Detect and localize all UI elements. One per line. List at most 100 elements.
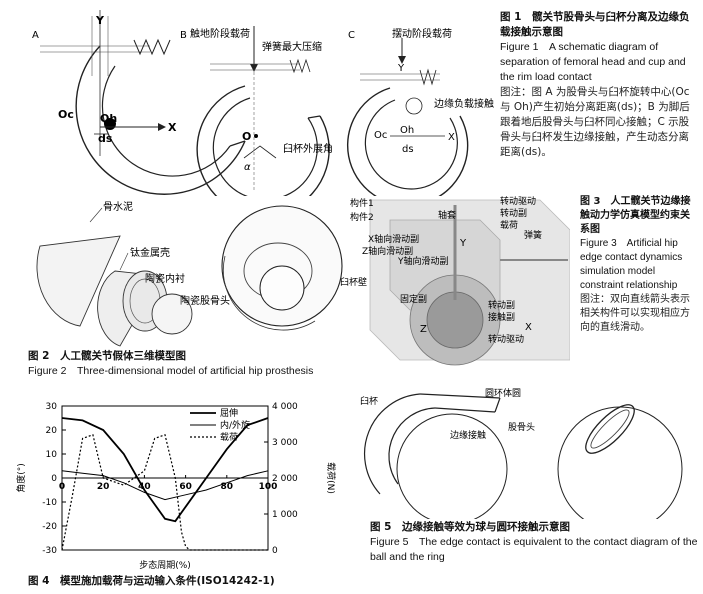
rim-contact-marker — [405, 97, 423, 115]
figure-1-caption: 图 1 髋关节股骨头与臼杯分离及边缘负载接触示意图 Figure 1 A sch… — [500, 10, 696, 160]
label-spring: 弹簧 — [524, 229, 542, 241]
label-cup: 臼杯壁 — [340, 276, 367, 288]
spring-label-b: 弹簧最大压缩 — [262, 40, 322, 53]
figure-5-title-en: Figure 5 The edge contact is equivalent … — [370, 536, 698, 563]
label-load: 载荷 — [500, 219, 518, 231]
figure-2-title-en: Figure 2 Three-dimensional model of arti… — [28, 365, 314, 377]
ds-label-c: ds — [402, 144, 414, 155]
figure-1: A Y X Oc Oh ds B 触地阶段载荷 弹簧最大压缩 O α — [30, 6, 500, 217]
oc-label-c: Oc — [374, 130, 387, 141]
label-rot-pair2: 转动副 — [488, 299, 515, 311]
figure-4-title-zh: 图 4 模型施加载荷与运动输入条件(ISO14242-1) — [28, 575, 275, 587]
rim-label-c: 边缘负载接触 — [434, 97, 494, 110]
ds-label-a: ds — [98, 132, 113, 145]
label-part2: 构件2 — [350, 211, 374, 223]
figure-1-title-en: Figure 1 A schematic diagram of separati… — [500, 41, 686, 83]
label-ceramic-head: 陶瓷股骨头 — [180, 294, 230, 307]
label-cup-5: 臼杯 — [360, 395, 378, 407]
x-tick-label: 40 — [138, 482, 151, 492]
x-tick-label: 20 — [97, 482, 110, 492]
y2-tick-label: 0 — [272, 546, 278, 556]
y-tick-label: -30 — [42, 546, 57, 556]
figure-3-title-zh: 图 3 人工髋关节边缘接触动力学仿真模型约束关系图 — [580, 196, 691, 235]
figure-3-diagram: 构件1 构件2 X轴向滑动副 Z轴向滑动副 轴套 转动驱动 转动副 载荷 Y轴向… — [340, 195, 571, 366]
load-label-c: 摆动阶段载荷 — [392, 27, 452, 40]
label-rot-pair: 转动副 — [500, 207, 527, 219]
label-rot-drive2: 转动驱动 — [488, 333, 524, 345]
label-ring-5: 圆环体圆 — [485, 387, 521, 399]
figure-3-caption: 图 3 人工髋关节边缘接触动力学仿真模型约束关系图 Figure 3 Artif… — [580, 195, 698, 335]
panel-b-label: B — [180, 30, 187, 41]
label-contact: 接触副 — [488, 311, 515, 323]
oh-label-c: Oh — [400, 125, 414, 136]
label-y-slide: Y轴向滑动副 — [397, 255, 449, 267]
label-titanium-shell: 钛金属壳 — [130, 246, 170, 259]
figure-5: 臼杯 圆环体圆 边缘接触 股骨头 — [360, 384, 700, 532]
y2-tick-label: 2 000 — [272, 474, 298, 484]
y-tick-label: -20 — [42, 522, 57, 532]
figure-4-caption: 图 4 模型施加载荷与运动输入条件(ISO14242-1) — [28, 574, 348, 589]
load-label-b: 触地阶段载荷 — [190, 27, 250, 40]
label-axle: 轴套 — [438, 209, 456, 221]
figure-2-title-zh: 图 2 人工髋关节假体三维模型图 — [28, 350, 186, 362]
figure-3-title-en: Figure 3 Artificial hip edge contact dyn… — [580, 238, 683, 291]
series-line-1 — [61, 417, 269, 523]
y2-tick-label: 1 000 — [272, 510, 298, 520]
legend-label-3: 载荷 — [220, 431, 238, 443]
label-bone-cement: 骨水泥 — [103, 200, 133, 213]
label-rot-drive: 转动驱动 — [500, 195, 536, 207]
oh-label-a: Oh — [100, 112, 117, 125]
x-axis-label: 步态周期(%) — [139, 559, 191, 571]
figure-1-note: 图注：图 A 为股骨头与臼杯旋转中心(Oc 与 Oh)产生初始分离距离(ds)；… — [500, 86, 690, 158]
figure-3-note: 图注：双向直线箭头表示相关构件可以实现相应方向的直线滑动。 — [580, 294, 690, 333]
figure-2: 骨水泥 钛金属壳 陶瓷内衬 陶瓷股骨头 — [20, 196, 360, 356]
figure-2-diagram: 骨水泥 钛金属壳 陶瓷内衬 陶瓷股骨头 — [36, 200, 343, 347]
label-z-slide: Z轴向滑动副 — [362, 245, 413, 257]
series-line-2 — [61, 470, 269, 501]
figure-5-caption: 图 5 边缘接触等效为球与圆环接触示意图 Figure 5 The edge c… — [370, 520, 700, 565]
label-x: X — [525, 322, 532, 333]
label-y: Y — [459, 238, 467, 249]
figure-3: 构件1 构件2 X轴向滑动副 Z轴向滑动副 轴套 转动驱动 转动副 载荷 Y轴向… — [340, 190, 571, 370]
label-x-slide: X轴向滑动副 — [368, 233, 419, 245]
y-axis-label-a: Y — [95, 14, 105, 27]
x-axis-label-c: X — [448, 132, 455, 143]
series-line-3 — [61, 434, 268, 551]
x-tick-label: 0 — [59, 482, 65, 492]
label-z: Z — [420, 324, 427, 335]
figure-5-title-zh: 图 5 边缘接触等效为球与圆环接触示意图 — [370, 521, 570, 533]
x-axis-label-a: X — [168, 121, 177, 134]
label-head-5: 股骨头 — [508, 422, 535, 433]
abduction-label-b: 臼杯外展角 — [283, 142, 333, 155]
figure-1-diagram: A Y X Oc Oh ds B 触地阶段载荷 弹簧最大压缩 O α — [32, 10, 494, 217]
oc-label-a: Oc — [58, 108, 74, 121]
x-tick-label: 80 — [221, 482, 234, 492]
y-tick-label: 10 — [46, 450, 58, 460]
label-ceramic-liner: 陶瓷内衬 — [145, 272, 185, 285]
panel-c-label: C — [348, 30, 355, 41]
y2-axis-label: 载荷(N) — [325, 462, 337, 494]
label-fixed: 固定副 — [400, 293, 427, 305]
figure-2-caption: 图 2 人工髋关节假体三维模型图 Figure 2 Three-dimensio… — [28, 349, 368, 379]
y-axis-label: 角度(°) — [15, 463, 27, 493]
y-tick-label: -10 — [42, 498, 57, 508]
y-tick-label: 20 — [46, 426, 58, 436]
x-tick-label: 100 — [259, 482, 278, 492]
panel-a-label: A — [32, 30, 39, 41]
label-edge-5: 边缘接触 — [450, 429, 486, 441]
y-tick-label: 30 — [46, 402, 58, 412]
figure-1-title-zh: 图 1 髋关节股骨头与臼杯分离及边缘负载接触示意图 — [500, 11, 690, 38]
figure-5-diagram: 臼杯 圆环体圆 边缘接触 股骨头 — [360, 387, 683, 532]
oc-label-b: O — [242, 130, 251, 143]
y-tick-label: 0 — [51, 474, 57, 484]
legend-label-2: 内/外旋 — [220, 419, 250, 431]
label-part1: 构件1 — [350, 197, 374, 209]
y-axis-label-c: Y — [397, 63, 405, 74]
x-tick-label: 60 — [179, 482, 192, 492]
legend-label-1: 屈伸 — [220, 407, 238, 419]
y2-tick-label: 4 000 — [272, 402, 298, 412]
y2-tick-label: 3 000 — [272, 438, 298, 448]
angle-label-b: α — [244, 162, 251, 173]
